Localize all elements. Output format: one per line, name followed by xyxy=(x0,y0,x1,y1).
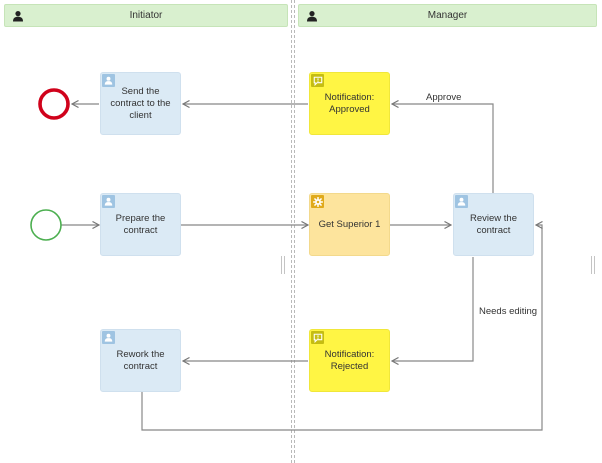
task-get-superior[interactable]: Get Superior 1 xyxy=(309,193,390,256)
task-label: Notification: Approved xyxy=(324,91,375,115)
lane-divider[interactable] xyxy=(291,0,295,463)
message-alert-icon xyxy=(311,74,324,87)
flow-label-approve: Approve xyxy=(426,92,462,103)
flow-rework-to-review xyxy=(141,225,542,431)
user-icon xyxy=(307,11,317,22)
start-event xyxy=(30,209,62,241)
lane-title-manager: Manager xyxy=(427,10,468,21)
flow-label-needs-editing: Needs editing xyxy=(479,306,538,317)
task-label: Send the contract to the client xyxy=(110,85,171,121)
lane-header-initiator[interactable]: Initiator xyxy=(4,4,288,27)
task-notification-approved[interactable]: Notification: Approved xyxy=(309,72,390,135)
task-prepare-contract[interactable]: Prepare the contract xyxy=(100,193,181,256)
task-label: Notification: Rejected xyxy=(324,348,375,372)
task-review-contract[interactable]: Review the contract xyxy=(453,193,534,256)
flow-review-needs-editing xyxy=(392,257,474,361)
user-icon xyxy=(102,74,115,87)
flow-review-approve xyxy=(392,104,494,193)
task-label: Rework the contract xyxy=(116,348,165,372)
user-icon xyxy=(102,331,115,344)
user-icon xyxy=(13,11,23,22)
lane-header-manager[interactable]: Manager xyxy=(298,4,597,27)
lane-resize-handle-initiator[interactable] xyxy=(281,256,285,274)
lane-title-initiator: Initiator xyxy=(129,10,163,21)
task-notification-rejected[interactable]: Notification: Rejected xyxy=(309,329,390,392)
task-label: Prepare the contract xyxy=(115,212,166,236)
task-send-contract[interactable]: Send the contract to the client xyxy=(100,72,181,135)
message-alert-icon xyxy=(311,331,324,344)
task-rework-contract[interactable]: Rework the contract xyxy=(100,329,181,392)
user-icon xyxy=(455,195,468,208)
end-event xyxy=(38,88,70,120)
task-label: Get Superior 1 xyxy=(318,218,381,230)
gear-icon xyxy=(311,195,324,208)
task-label: Review the contract xyxy=(470,212,517,236)
user-icon xyxy=(102,195,115,208)
lane-resize-handle-manager[interactable] xyxy=(591,256,595,274)
